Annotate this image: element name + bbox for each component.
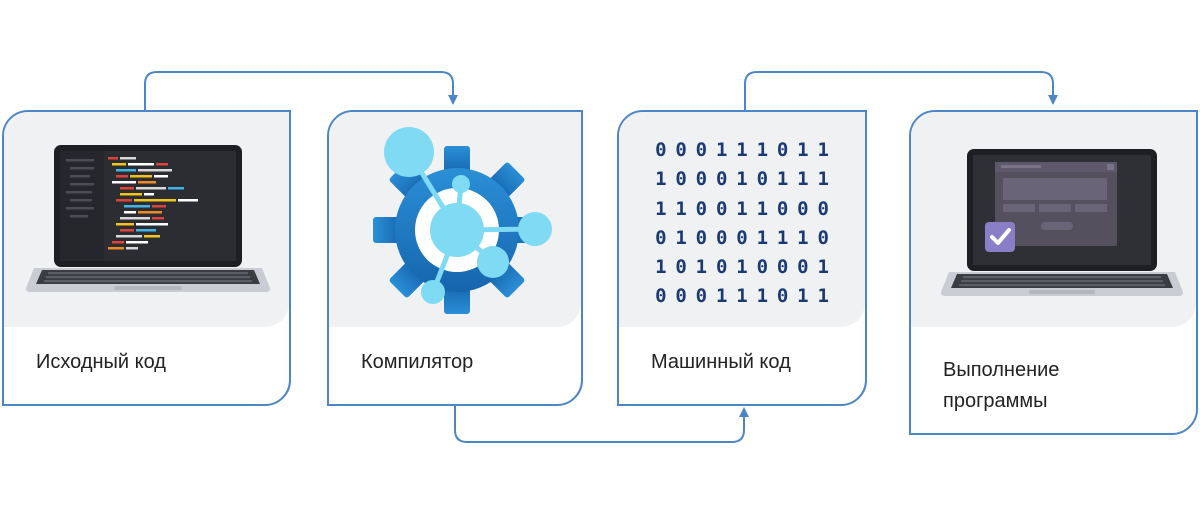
binary-digit: 1 (715, 139, 728, 161)
laptop-code-icon (26, 145, 270, 292)
binary-digit: 0 (675, 256, 687, 279)
binary-digit: 0 (695, 168, 708, 191)
binary-digit: 0 (797, 256, 809, 279)
step-label: Выполнение программы (943, 359, 1060, 412)
binary-digit: 0 (817, 226, 829, 249)
arrow-machine-code-to-execution (744, 71, 1058, 110)
binary-digit: 0 (776, 285, 789, 308)
arrow-source-to-compiler (144, 71, 458, 110)
binary-digit: 1 (797, 285, 809, 308)
binary-digit: 1 (736, 256, 748, 279)
binary-digit: 1 (736, 197, 748, 220)
binary-digit: 1 (675, 197, 687, 220)
binary-digit: 0 (695, 139, 708, 161)
binary-digit: 1 (756, 226, 769, 249)
binary-digit: 0 (776, 256, 789, 279)
binary-digit: 0 (695, 226, 708, 249)
binary-digit: 1 (655, 256, 667, 279)
binary-digit: 0 (797, 197, 809, 220)
step-label: Компилятор (361, 351, 474, 373)
binary-digit: 1 (695, 256, 708, 279)
binary-digit: 0 (675, 168, 687, 191)
arrow-compiler-to-machine-code (454, 406, 749, 443)
binary-digit: 0 (715, 226, 728, 249)
binary-digit: 1 (756, 285, 769, 308)
binary-digit: 0 (655, 226, 667, 249)
laptop-checkmark-icon (941, 149, 1183, 296)
binary-digit: 0 (675, 285, 687, 308)
binary-digit: 0 (675, 139, 687, 161)
binary-digit: 1 (756, 139, 769, 161)
binary-digit: 0 (756, 168, 769, 191)
binary-digit: 1 (655, 197, 667, 220)
gear-network-icon (373, 127, 552, 314)
binary-digit: 0 (817, 197, 829, 220)
binary-digit: 1 (756, 197, 769, 220)
binary-digit: 0 (756, 256, 769, 279)
step-label: Машинный код (651, 351, 791, 373)
binary-digit: 0 (695, 197, 708, 220)
binary-digit: 0 (715, 197, 728, 220)
binary-digit: 1 (776, 168, 789, 191)
binary-digit: 0 (655, 139, 667, 161)
binary-digit: 1 (817, 256, 829, 279)
binary-digit: 1 (736, 285, 748, 308)
step-card-compiler: Компилятор (327, 110, 583, 406)
binary-digit: 1 (797, 139, 809, 161)
binary-digit: 0 (715, 256, 728, 279)
binary-digit: 0 (776, 139, 789, 161)
step-card-source-code: Исходный код (2, 110, 291, 406)
binary-digit: 1 (797, 168, 809, 191)
binary-digit: 1 (715, 285, 728, 308)
step-card-program-execution: Выполнение программы (909, 110, 1198, 435)
binary-digit: 1 (736, 139, 748, 161)
binary-digit: 1 (817, 139, 829, 161)
binary-digit: 1 (736, 168, 748, 191)
binary-digit: 1 (776, 226, 789, 249)
binary-digit: 0 (715, 168, 728, 191)
step-illustration-area (619, 112, 865, 327)
binary-digit: 0 (655, 285, 667, 308)
binary-digit: 1 (655, 168, 667, 191)
binary-digit: 1 (675, 226, 687, 249)
binary-digit: 1 (817, 168, 829, 191)
binary-digit: 1 (817, 285, 829, 308)
binary-digit: 0 (776, 197, 789, 220)
binary-digit: 1 (797, 226, 809, 249)
binary-digit: 0 (695, 285, 708, 308)
step-label: Исходный код (36, 351, 166, 373)
binary-digit: 0 (736, 226, 748, 249)
